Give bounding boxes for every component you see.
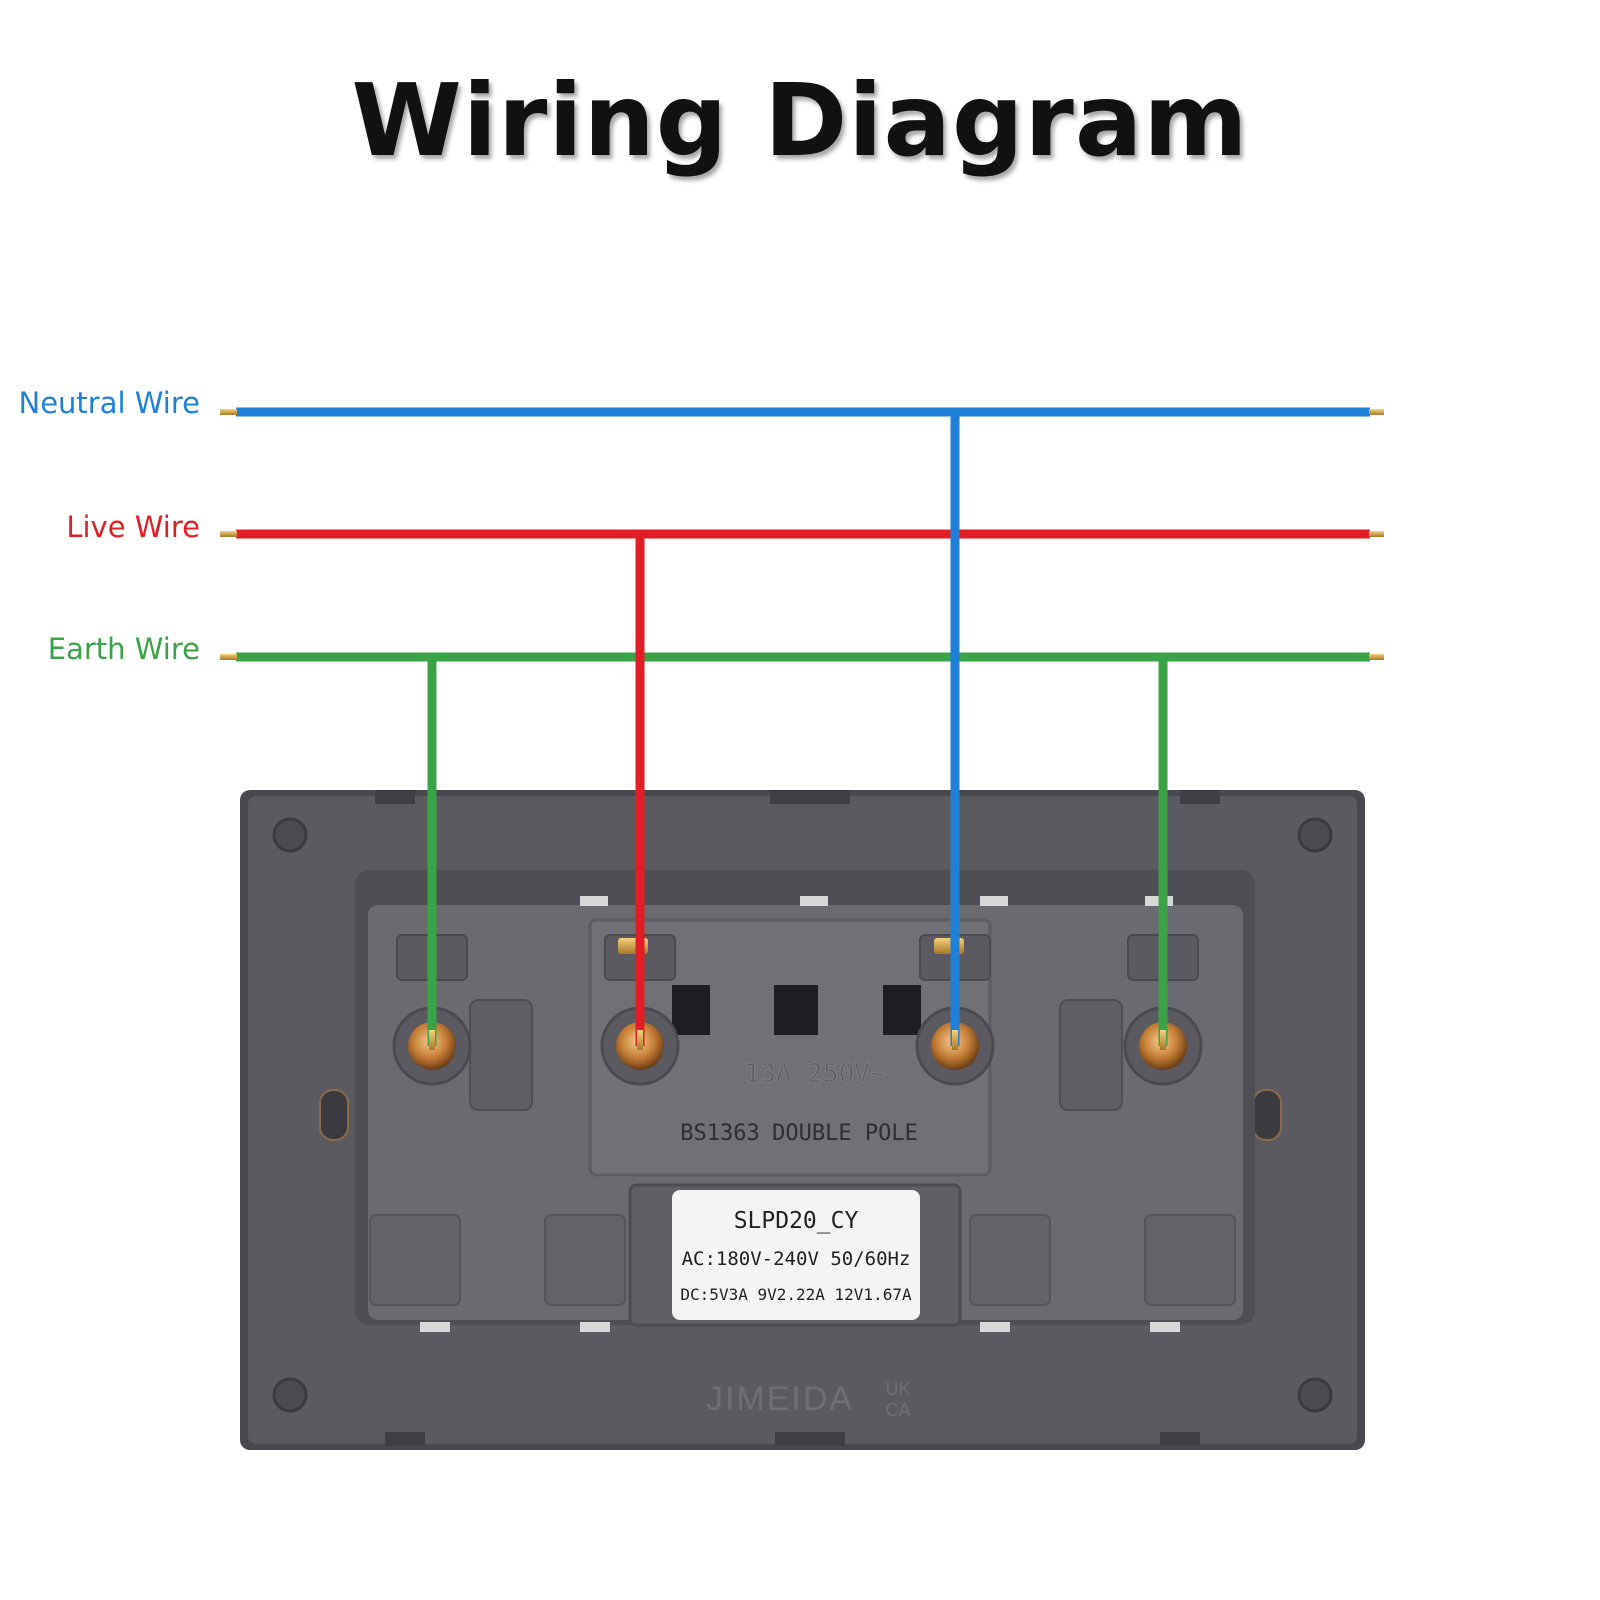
wire-tip-icon [429,1030,435,1050]
corner-screw-icon [1297,1377,1333,1413]
socket-standard-text: BS1363 [680,1121,759,1146]
live-wire-label: Live Wire [66,510,200,544]
wire-end-icon [1369,654,1384,660]
usb-module-ac-rating: AC:180V-240V 50/60Hz [682,1248,911,1270]
socket-body [355,870,1255,1332]
mounting-slot-icon [1252,1089,1282,1141]
wire-end-icon [220,409,237,415]
wires [220,407,1384,1050]
ukca-mark-top: UK [885,1379,910,1399]
brand-logo: JIMEIDA [706,1380,854,1418]
wire-tip-icon [952,1030,958,1050]
usb-module-model: SLPD20_CY [734,1208,859,1234]
mounting-slot-icon [319,1089,349,1141]
corner-screw-icon [272,1377,308,1413]
wire-end-icon [1369,409,1384,415]
page-title: Wiring Diagram [351,62,1249,179]
earth-wire-label: Earth Wire [47,632,200,666]
wire-end-icon [220,531,237,537]
wire-tip-icon [1160,1030,1166,1050]
ukca-mark-bottom: CA [885,1400,910,1420]
wire-tip-icon [637,1030,643,1050]
wire-end-icon [220,654,237,660]
usb-module-dc-rating: DC:5V3A 9V2.22A 12V1.67A [680,1285,912,1304]
corner-screw-icon [1297,817,1333,853]
wire-end-icon [1369,531,1384,537]
usb-module: SLPD20_CY AC:180V-240V 50/60Hz DC:5V3A 9… [628,1183,962,1327]
neutral-wire-label: Neutral Wire [18,386,200,420]
socket-pole-text: DOUBLE POLE [772,1121,918,1146]
socket-rating-text: 13A 250V~ [745,1059,886,1089]
corner-screw-icon [272,817,308,853]
